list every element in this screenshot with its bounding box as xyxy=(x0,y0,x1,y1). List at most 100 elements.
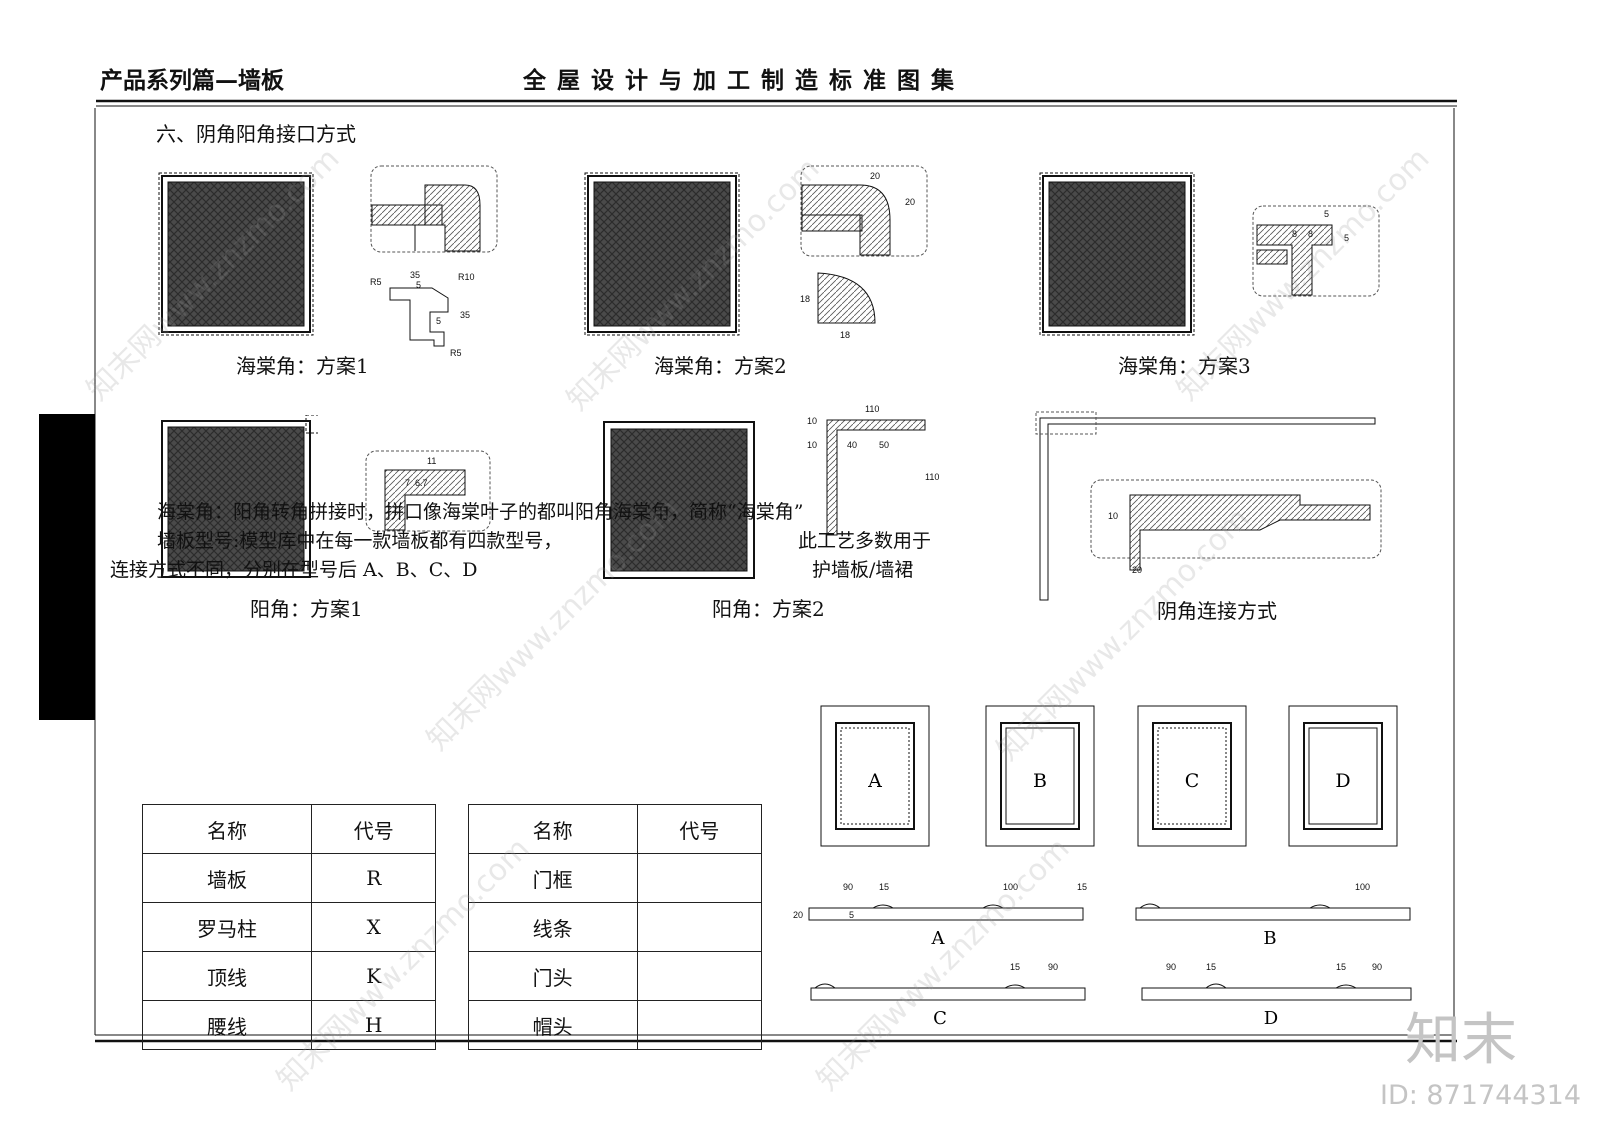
panel-elevation-d: D xyxy=(1288,705,1398,847)
table-cell: 线条 xyxy=(467,902,638,952)
section-d: 90 15 15 90 D xyxy=(1141,962,1412,1028)
table-cell: 罗马柱 xyxy=(141,902,313,952)
section-a: 90 15 100 15 20 5 A xyxy=(793,882,1087,948)
haitang-2-panel xyxy=(584,172,740,336)
table-row: 腰线 H 帽头 xyxy=(141,1000,763,1050)
dim-a-5: 20 xyxy=(793,910,803,920)
dim-h1-f: 5 xyxy=(436,316,441,326)
section-c: 15 90 C xyxy=(810,962,1086,1028)
haitang-2-detail: 20 20 xyxy=(800,165,928,257)
panel-elevation-c: C xyxy=(1137,705,1247,847)
haitang-1-panel xyxy=(158,172,314,336)
note-line-3: 连接方式不同，分别在型号后 A、B、C、D xyxy=(110,559,478,581)
haitang-3-panel xyxy=(1039,172,1195,336)
dim-c-2: 90 xyxy=(1048,962,1058,972)
caption-haitang-2: 海棠角：方案2 xyxy=(654,354,787,378)
panel-label-d: D xyxy=(1335,770,1350,792)
table-cell: 门框 xyxy=(467,853,638,903)
caption-yin: 阴角连接方式 xyxy=(1157,599,1277,623)
table-cell: R xyxy=(311,853,437,903)
dim-h3-c: 8 xyxy=(1308,229,1313,239)
note-line-3b: 护墙板/墙裙 xyxy=(812,559,914,581)
dim-y1-a: 11 xyxy=(427,456,436,466)
header-center-title: 全屋设计与加工制造标准图集 xyxy=(523,68,965,94)
panel-elevation-a: A xyxy=(820,705,930,847)
panel-label-a: A xyxy=(867,770,882,792)
table-cell: 腰线 xyxy=(141,1000,313,1050)
dim-y2-e: 50 xyxy=(879,440,889,450)
table-row: 罗马柱 X 线条 xyxy=(141,902,763,952)
dim-h2-c: 18 xyxy=(800,294,810,304)
panel-label-b: B xyxy=(1033,770,1047,792)
caption-yang-2: 阳角：方案2 xyxy=(712,597,825,621)
header-left-title: 产品系列篇—墙板 xyxy=(100,68,284,94)
yin-detail: 10 20 xyxy=(1090,479,1382,575)
panel-elevation-b: B xyxy=(985,705,1095,847)
dim-b-1: 100 xyxy=(1355,882,1370,892)
dim-d-1: 90 xyxy=(1166,962,1176,972)
table-header-cell: 代号 xyxy=(636,804,763,854)
table-cell: 顶线 xyxy=(141,951,313,1001)
dim-h1-d: R10 xyxy=(458,272,475,282)
dim-yin-a: 10 xyxy=(1108,511,1118,521)
dim-h1-b: 35 xyxy=(410,270,420,280)
panel-label-c: C xyxy=(1185,770,1200,792)
dim-a-4: 15 xyxy=(1077,882,1087,892)
dim-h2-b: 20 xyxy=(905,197,915,207)
dim-y1-c: 6.7 xyxy=(415,478,428,488)
caption-haitang-3: 海棠角：方案3 xyxy=(1118,354,1251,378)
yang-1-panel xyxy=(161,415,318,578)
table-row: 顶线 K 门头 xyxy=(141,951,763,1001)
dim-y2-c: 10 xyxy=(807,440,817,450)
table-header-cell: 代号 xyxy=(311,804,437,854)
yang-1-detail: 11 7 6.7 xyxy=(365,450,491,532)
dim-h3-b: 8 xyxy=(1292,229,1297,239)
table-cell xyxy=(636,1000,763,1050)
dim-d-3: 15 xyxy=(1336,962,1346,972)
dim-h1-e: 35 xyxy=(460,310,470,320)
yin-overview xyxy=(1035,411,1376,601)
caption-yang-1: 阳角：方案1 xyxy=(250,597,363,621)
caption-haitang-1: 海棠角：方案1 xyxy=(236,354,369,378)
table-cell: H xyxy=(311,1000,437,1050)
sidebar-tab xyxy=(39,414,95,720)
dim-d-4: 90 xyxy=(1372,962,1382,972)
dim-y2-b: 10 xyxy=(807,416,817,426)
dim-d-2: 15 xyxy=(1206,962,1216,972)
dim-h3-d: 5 xyxy=(1344,233,1349,243)
table-cell xyxy=(636,951,763,1001)
note-line-1: 海棠角：阳角转角拼接时，拼口像海棠叶子的都叫阳角海棠角，简称“海棠角” xyxy=(157,501,804,523)
watermark-logo: 知末 xyxy=(1405,1008,1517,1073)
dim-a-6: 5 xyxy=(849,910,854,920)
table-cell xyxy=(636,902,763,952)
haitang-1-detail xyxy=(370,165,498,253)
yang-2-profile: 110 10 10 40 50 110 xyxy=(807,404,939,536)
dim-y1-b: 7 xyxy=(405,478,410,488)
note-line-2b: 此工艺多数用于 xyxy=(798,530,932,552)
table-cell: 墙板 xyxy=(141,853,313,903)
dim-y2-a: 110 xyxy=(865,404,879,414)
section-b: 100 B xyxy=(1135,882,1411,948)
table-cell xyxy=(636,853,763,903)
table-header-cell: 名称 xyxy=(141,804,313,854)
table-header-row: 名称 代号 名称 代号 xyxy=(141,804,763,854)
dim-yin-b: 20 xyxy=(1132,565,1142,575)
dim-h2-d: 18 xyxy=(840,330,850,340)
section-label-b: B xyxy=(1263,928,1276,948)
table-cell: 帽头 xyxy=(467,1000,638,1050)
section-title: 六、阴角阳角接口方式 xyxy=(156,122,356,146)
code-table: 名称 代号 名称 代号 墙板 R 门框 罗马柱 X 线条 顶线 K 门头 腰线 … xyxy=(141,804,763,1050)
dim-a-2: 15 xyxy=(879,882,889,892)
section-label-d: D xyxy=(1264,1008,1278,1028)
yang-2-panel xyxy=(603,421,755,579)
watermark-id: ID: 871744314 xyxy=(1380,1080,1582,1111)
dim-a-1: 90 xyxy=(843,882,853,892)
haitang-3-detail: 5 8 8 5 xyxy=(1252,205,1380,297)
dim-h1-c: 5 xyxy=(416,280,421,290)
note-line-2: 墙板型号:模型库中在每一款墙板都有四款型号， xyxy=(157,530,563,552)
haitang-2-profile: 18 18 xyxy=(800,272,876,340)
dim-y2-d: 40 xyxy=(847,440,857,450)
dim-h2-a: 20 xyxy=(870,171,880,181)
dim-h1-g: R5 xyxy=(450,348,462,358)
section-label-c: C xyxy=(933,1008,947,1028)
